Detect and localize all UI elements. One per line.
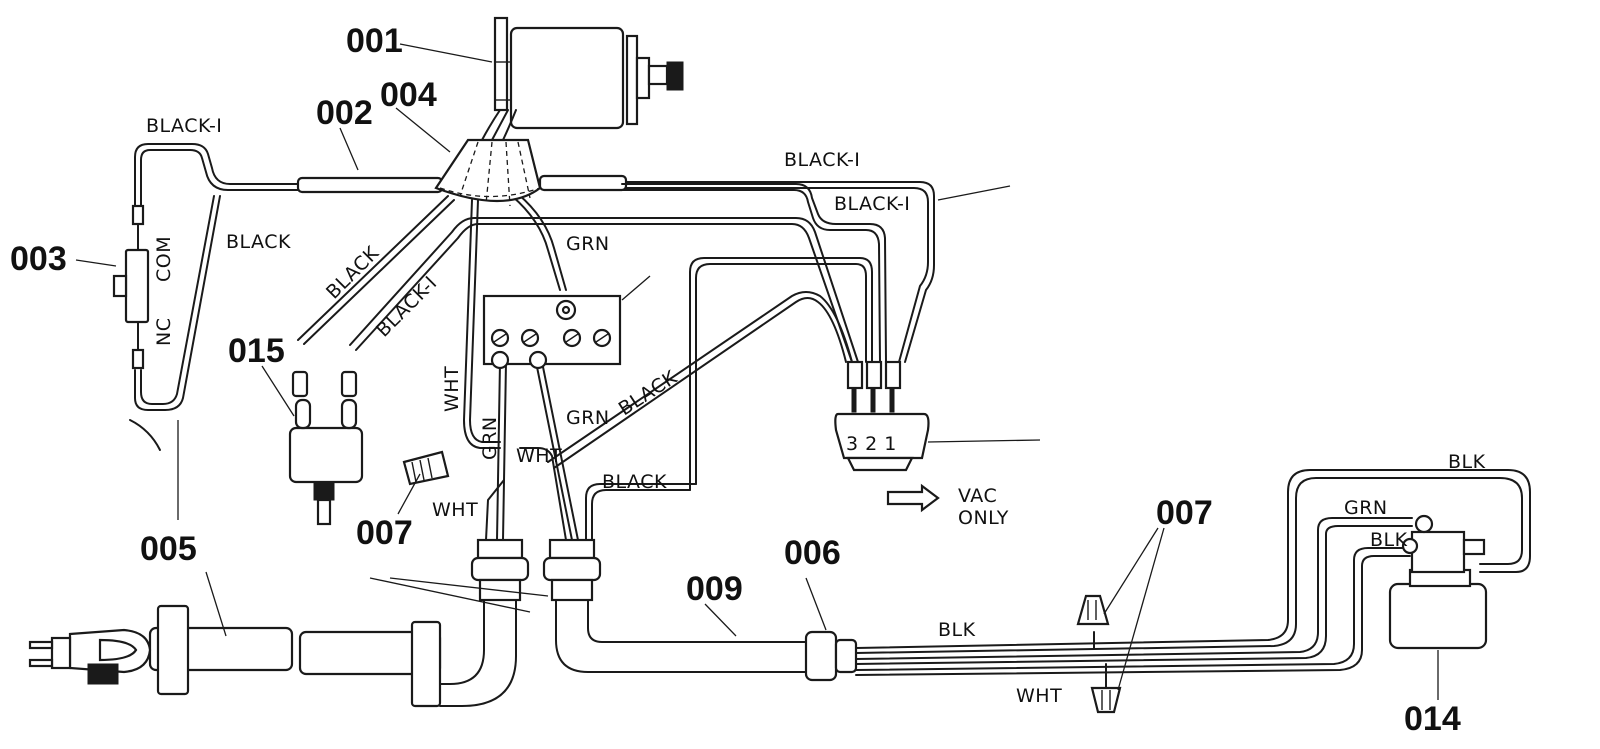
label-grn-top: GRN <box>566 233 610 255</box>
label-com: COM <box>153 236 175 282</box>
label-black1-top-left: BLACK-I <box>146 115 222 137</box>
label-blk-right-top: BLK <box>1448 451 1486 473</box>
callout-007-left: 007 <box>356 514 413 552</box>
label-black1-top-right: BLACK-I <box>784 149 860 171</box>
vacuum-motor-014 <box>1388 514 1488 650</box>
callout-002: 002 <box>316 94 373 132</box>
label-black-diag: BLACK <box>322 242 384 304</box>
label-black1-second: BLACK-I <box>834 193 910 215</box>
wire-nut-007-lower <box>1090 686 1122 714</box>
callout-005: 005 <box>140 530 197 568</box>
junction-cone-004 <box>434 138 542 207</box>
label-blk-right-mid: BLK <box>1370 529 1408 551</box>
protector-015 <box>288 370 364 526</box>
callout-001: 001 <box>346 22 403 60</box>
label-switch-terms: 3 2 1 <box>846 433 897 455</box>
label-black-left: BLACK <box>226 231 291 253</box>
label-black-long-diag: BLACK <box>615 366 681 420</box>
rocker-switch <box>834 360 940 513</box>
callout-003: 003 <box>10 240 67 278</box>
label-grn-vertical: GRN <box>479 416 501 460</box>
callout-009: 009 <box>686 570 743 608</box>
label-wht-vertical: WHT <box>441 366 463 412</box>
label-grn-right: GRN <box>1344 497 1388 519</box>
wire-nut-007-upper <box>1076 594 1110 626</box>
label-vac: VAC <box>958 485 997 507</box>
callout-numbers: 001 002 004 003 015 005 007 009 006 007 … <box>10 22 1461 738</box>
label-wht-bottom: WHT <box>1016 685 1062 707</box>
label-nc: NC <box>153 318 175 346</box>
label-wht-mid: WHT <box>516 445 562 467</box>
power-plug <box>28 604 442 708</box>
callout-004: 004 <box>380 76 437 114</box>
callout-006: 006 <box>784 534 841 572</box>
wire-nut-007-left <box>402 450 450 486</box>
label-grn-diag: GRN <box>566 407 610 429</box>
label-wht-lower: WHT <box>432 499 478 521</box>
motor-001 <box>493 16 684 130</box>
grommet-left <box>470 538 530 602</box>
label-blk-bottom: BLK <box>938 619 976 641</box>
callout-015: 015 <box>228 332 285 370</box>
terminal-board <box>482 294 622 370</box>
callout-014: 014 <box>1404 700 1461 738</box>
switch-003 <box>112 204 150 370</box>
label-only: ONLY <box>958 507 1009 529</box>
callout-007-right: 007 <box>1156 494 1213 532</box>
wires <box>129 109 1531 707</box>
leader-lines <box>75 43 1439 700</box>
label-black-lower: BLACK <box>602 471 667 493</box>
grommet-right <box>542 538 602 602</box>
